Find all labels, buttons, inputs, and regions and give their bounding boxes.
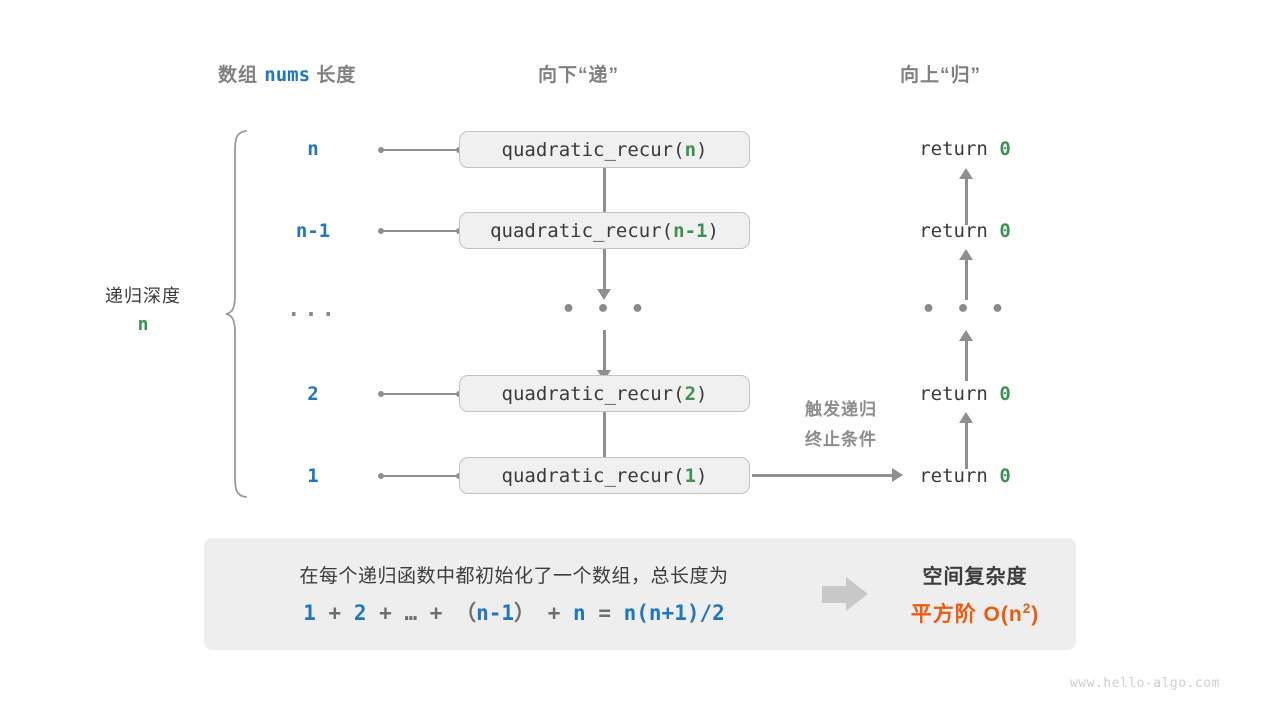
recursion-depth-label: 递归深度 n <box>58 283 228 339</box>
call-box-n-arg: n <box>684 138 697 161</box>
call-box-2-arg: 2 <box>684 382 697 405</box>
recursion-depth-value: n <box>137 313 149 335</box>
header-descend: 向下“递” <box>538 65 620 86</box>
return-ellipsis: • • • <box>921 297 1009 322</box>
up-arrow-dots-to-n1 <box>959 249 973 300</box>
call-box-2-prefix: quadratic_recur( <box>501 382 685 405</box>
formula-op-1: + <box>328 601 342 625</box>
call-box-1-arg: 1 <box>684 464 697 487</box>
call-box-1-prefix: quadratic_recur( <box>501 464 685 487</box>
middle-ellipsis: • • • <box>561 297 649 322</box>
call-box-n1-suffix: ) <box>707 219 719 242</box>
header-array-suffix: 长度 <box>316 65 357 86</box>
return-value-1: 0 <box>999 465 1011 487</box>
complexity-bigo: O(n <box>983 603 1023 626</box>
up-arrow-1-to-2 <box>959 412 973 469</box>
formula-term-n-minus-1: n-1 <box>476 601 515 625</box>
summary-panel: 在每个递归函数中都初始化了一个数组，总长度为 1 + 2 + … + （n-1）… <box>204 538 1076 650</box>
size-label-n-minus-1: n-1 <box>295 220 331 242</box>
complexity-exponent: 2 <box>1022 601 1032 616</box>
space-complexity-value: 平方阶 O(n2) <box>884 598 1066 628</box>
return-row-2: return 0 <box>865 383 1065 405</box>
size-label-ellipsis: ... <box>287 297 339 322</box>
call-box-n-minus-1[interactable]: quadratic_recur(n-1) <box>459 212 750 249</box>
return-row-n: return 0 <box>865 138 1065 160</box>
call-box-n1-arg: n-1 <box>673 219 708 242</box>
right-arrow-icon <box>822 577 868 611</box>
formula-term-2: 2 <box>353 601 367 625</box>
formula-term-1: 1 <box>303 601 316 625</box>
connector-line <box>381 149 459 151</box>
down-arrow-dots-to-2 <box>597 330 611 381</box>
return-keyword-2: return <box>919 383 1000 405</box>
down-arrow-n1-to-dots <box>597 249 611 300</box>
connector-row-2 <box>378 391 462 397</box>
header-array-keyword: nums <box>264 64 311 86</box>
return-row-1: return 0 <box>865 465 1065 487</box>
return-value-n: 0 <box>999 138 1011 160</box>
call-box-1-suffix: ) <box>696 464 708 487</box>
complexity-order-name: 平方阶 <box>910 603 977 626</box>
call-box-n-suffix: ) <box>696 138 708 161</box>
termination-note: 触发递归 终止条件 <box>756 395 926 455</box>
formula-equals: = <box>598 601 611 625</box>
complexity-bigo-end: ) <box>1031 603 1040 626</box>
formula-result: n(n+1)/2 <box>623 601 725 625</box>
formula-ellipsis: … <box>404 601 418 625</box>
return-row-n-minus-1: return 0 <box>865 220 1065 242</box>
recursion-depth-text: 递归深度 <box>105 286 181 306</box>
connector-line <box>381 393 459 395</box>
call-box-2-suffix: ) <box>696 382 708 405</box>
return-value-n1: 0 <box>999 220 1011 242</box>
call-box-n-prefix: quadratic_recur( <box>501 138 685 161</box>
base-case-arrow <box>752 468 904 482</box>
size-label-1: 1 <box>307 465 319 487</box>
return-keyword-n: return <box>919 138 1000 160</box>
summary-formula: 1 + 2 + … + （n-1） + n = n(n+1)/2 <box>214 597 814 627</box>
return-keyword-n1: return <box>919 220 1000 242</box>
size-label-2: 2 <box>307 383 319 405</box>
connector-row-n-minus-1 <box>378 228 462 234</box>
connector-line <box>381 475 459 477</box>
size-label-n: n <box>307 138 319 160</box>
summary-right: 空间复杂度 平方阶 O(n2) <box>884 560 1076 628</box>
up-arrow-n1-to-n <box>959 168 973 225</box>
up-arrow-2-to-dots <box>959 330 973 381</box>
call-box-n[interactable]: quadratic_recur(n) <box>459 131 750 168</box>
formula-op-4: + <box>547 601 561 625</box>
depth-brace <box>224 128 254 505</box>
connector-line <box>381 230 459 232</box>
header-ascend: 向上“归” <box>900 65 982 86</box>
connector-row-1 <box>378 473 462 479</box>
return-keyword-1: return <box>919 465 1000 487</box>
summary-description: 在每个递归函数中都初始化了一个数组，总长度为 <box>299 566 729 587</box>
formula-paren-close: ） <box>514 601 536 625</box>
space-complexity-title: 空间复杂度 <box>922 566 1028 588</box>
summary-left: 在每个递归函数中都初始化了一个数组，总长度为 1 + 2 + … + （n-1）… <box>204 561 814 627</box>
formula-op-3: + <box>429 601 443 625</box>
call-box-1[interactable]: quadratic_recur(1) <box>459 457 750 494</box>
header-array-length: 数组 nums 长度 <box>218 60 356 87</box>
header-array-prefix: 数组 <box>218 65 259 86</box>
formula-term-n: n <box>573 601 586 625</box>
call-box-n1-prefix: quadratic_recur( <box>490 219 674 242</box>
formula-paren-open: （ <box>455 601 477 625</box>
termination-note-line2: 终止条件 <box>805 429 877 449</box>
formula-op-2: + <box>379 601 392 625</box>
connector-row-n <box>378 147 462 153</box>
call-box-2[interactable]: quadratic_recur(2) <box>459 375 750 412</box>
return-value-2: 0 <box>999 383 1011 405</box>
watermark: www.hello-algo.com <box>1070 676 1220 691</box>
termination-note-line1: 触发递归 <box>805 400 877 419</box>
